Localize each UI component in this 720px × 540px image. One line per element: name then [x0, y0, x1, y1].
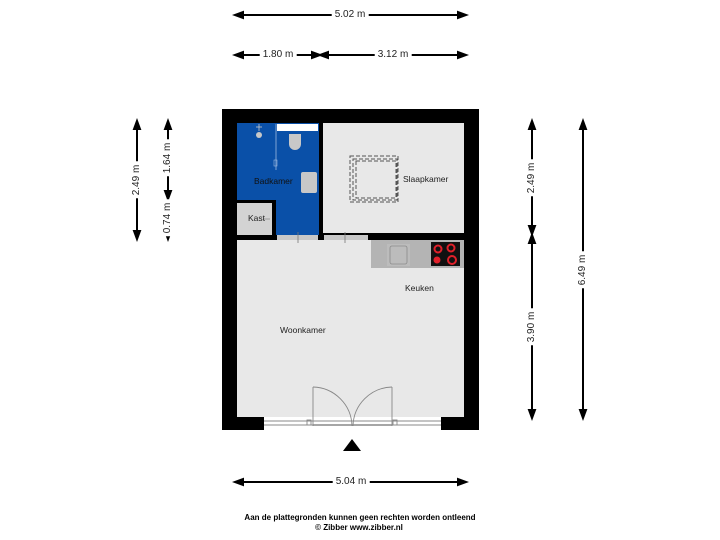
copyright-text: © Zibber www.zibber.nl [315, 523, 403, 532]
floors [237, 123, 464, 430]
room-label-keuken: Keuken [405, 283, 434, 293]
room-label-woonkamer: Woonkamer [280, 325, 326, 335]
dim-top-left: 1.80 m [259, 49, 297, 61]
dim-top-total: 5.02 m [331, 9, 369, 21]
dim-left-upper: 1.64 m [162, 139, 174, 177]
dim-right-total: 6.49 m [577, 251, 589, 289]
dim-left-lower: 0.74 m [162, 199, 174, 237]
door-thresholds [277, 232, 368, 243]
front-doors [264, 386, 441, 427]
bed-outline [349, 155, 399, 203]
kitchen-counter [371, 240, 464, 268]
dim-bottom-total: 5.04 m [332, 476, 370, 488]
room-label-slaapkamer: Slaapkamer [403, 174, 449, 184]
entrance-arrow-icon [343, 439, 361, 451]
dim-right-lower: 3.90 m [526, 308, 538, 346]
room-label-kast: Kast [248, 213, 266, 223]
room-label-badkamer: Badkamer [254, 176, 293, 186]
dim-top-right: 3.12 m [374, 49, 412, 61]
dim-left-total: 2.49 m [131, 161, 143, 199]
bathroom-fixtures [256, 124, 318, 220]
dim-right-upper: 2.49 m [526, 159, 538, 197]
disclaimer-text: Aan de plattegronden kunnen geen rechten… [244, 513, 476, 522]
